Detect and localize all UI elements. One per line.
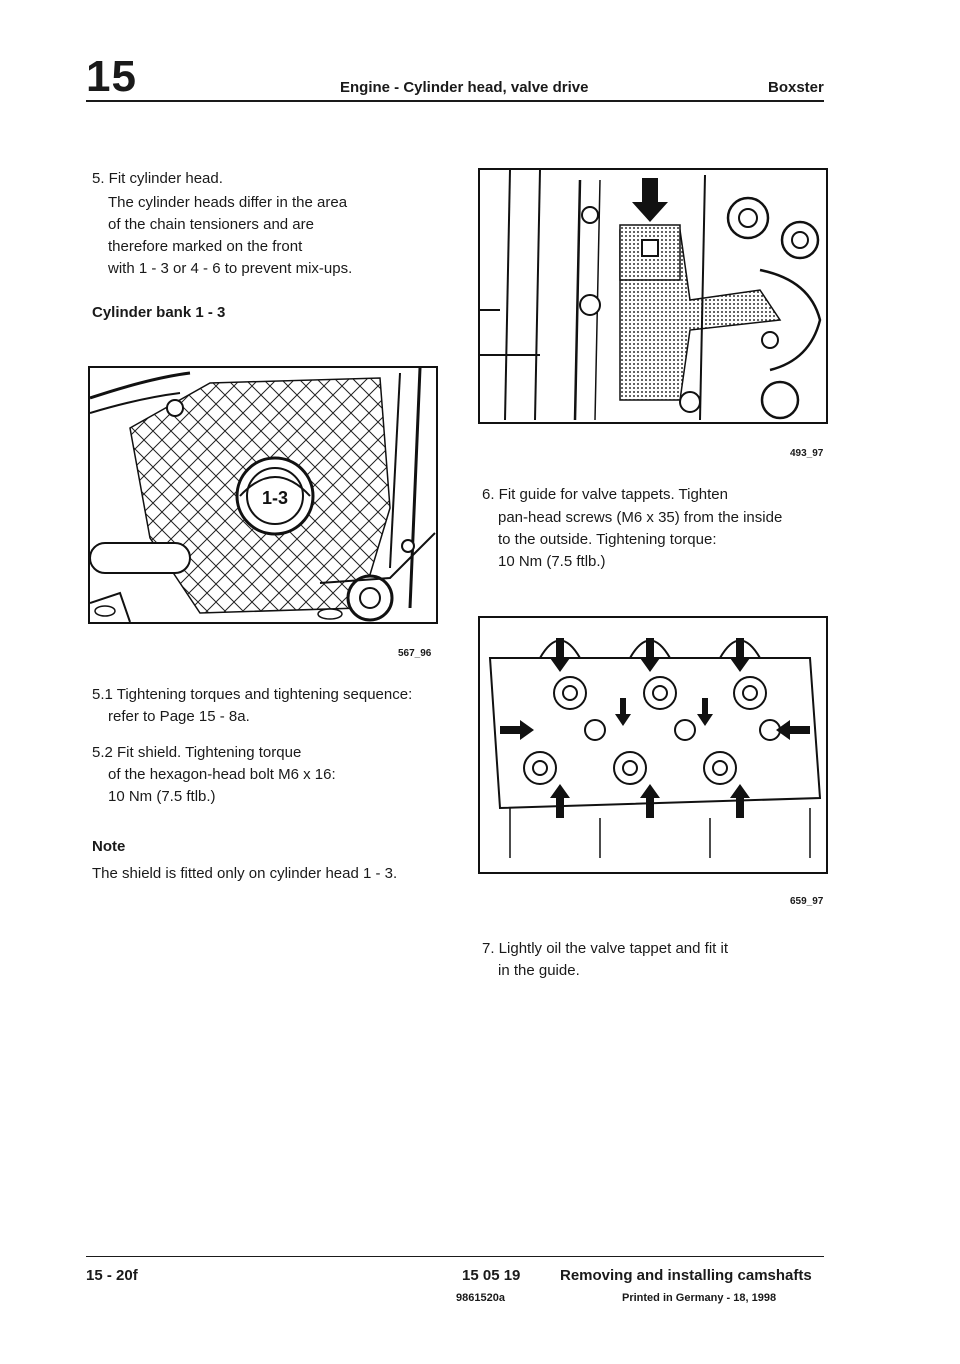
cylinder-bank-heading: Cylinder bank 1 - 3 [92,304,226,321]
header-model: Boxster [768,79,824,96]
step-5-line: The cylinder heads differ in the area [108,194,348,211]
figure-caption: 567_96 [398,648,432,659]
tightening-sequence-drawing [488,638,822,858]
figure-caption: 659_97 [790,896,824,907]
figure-tightening-sequence [478,616,828,874]
figure-stamp-text: 1-3 [262,488,288,508]
step-7-body: in the guide. [498,962,580,979]
cylinder-head-drawing: 1-3 [90,368,436,622]
figure-tappet-guide [478,168,828,424]
figure-cylinder-head-marking: 1-3 [88,366,438,624]
step-5-title: 5. Fit cylinder head. [92,170,223,187]
step-5-line: of the chain tensioners and are [108,216,314,233]
header-rule [86,100,824,102]
header-title: Engine - Cylinder head, valve drive [340,79,589,96]
step-7-title: 7. Lightly oil the valve tappet and fit … [482,940,728,957]
step-6-line: to the outside. Tightening torque: [498,531,717,548]
note-body: The shield is fitted only on cylinder he… [92,865,398,882]
page-number: 15 - 20f [86,1267,138,1284]
step-6-line: pan-head screws (M6 x 35) from the insid… [498,509,783,526]
step-5-2-title: 5.2 Fit shield. Tightening torque [92,744,302,761]
step-5-2-body: of the hexagon-head bolt M6 x 16: 10 Nm … [108,764,336,808]
step-5-2-line: 10 Nm (7.5 ftlb.) [108,788,216,805]
step-6-line: 10 Nm (7.5 ftlb.) [498,553,606,570]
step-6-body: pan-head screws (M6 x 35) from the insid… [498,507,782,573]
section-title: Removing and installing camshafts [560,1267,812,1284]
part-number: 9861520a [456,1292,505,1304]
step-5-line: with 1 - 3 or 4 - 6 to prevent mix-ups. [108,260,353,277]
tappet-guide-drawing [480,170,822,421]
footer-rule [86,1256,824,1257]
step-5-1-title: 5.1 Tightening torques and tightening se… [92,686,413,703]
step-5-line: therefore marked on the front [108,238,303,255]
step-5-1-body: refer to Page 15 - 8a. [108,708,250,725]
note-heading: Note [92,838,126,855]
figure-caption: 493_97 [790,448,824,459]
section-code: 15 05 19 [462,1267,521,1284]
step-5-body: The cylinder heads differ in the area of… [108,192,428,280]
step-5-2-line: of the hexagon-head bolt M6 x 16: [108,766,336,783]
chapter-number: 15 [86,52,137,101]
step-6-title: 6. Fit guide for valve tappets. Tighten [482,486,728,503]
printed-note: Printed in Germany - 18, 1998 [622,1292,777,1304]
